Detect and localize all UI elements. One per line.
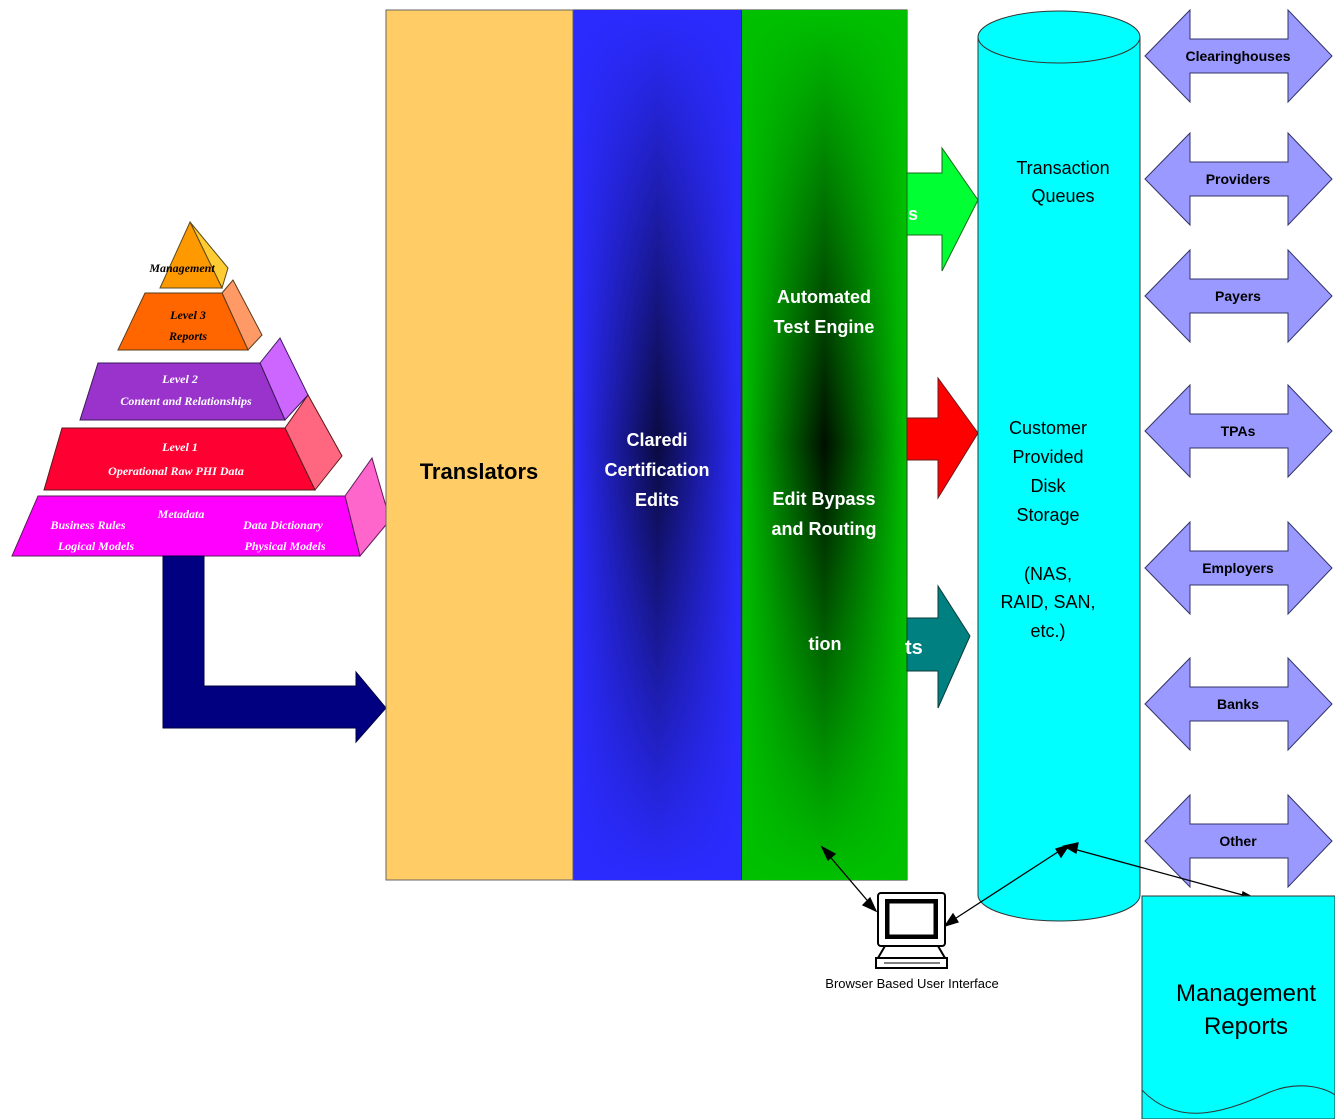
partner-label: TPAs bbox=[1221, 423, 1256, 439]
storage-types-label-1: (NAS, bbox=[1024, 564, 1072, 584]
translators-label: Translators bbox=[420, 459, 539, 484]
double-arrow-shape bbox=[1144, 131, 1333, 227]
storage-types-label-3: etc.) bbox=[1030, 621, 1065, 641]
pyramid-level3-subtitle: Reports bbox=[168, 329, 207, 343]
claredi-label-1: Claredi bbox=[626, 430, 687, 450]
claredi-label-2: Certification bbox=[604, 460, 709, 480]
pyramid-level1-layer bbox=[43, 427, 316, 491]
pyramid-level1-title: Level 1 bbox=[161, 440, 198, 454]
partner-arrow-banks: Banks bbox=[1144, 656, 1333, 752]
automated-test-engine-column bbox=[741, 9, 908, 881]
partner-label: Banks bbox=[1217, 696, 1259, 712]
pyramid-top-layer bbox=[159, 220, 223, 289]
pyramid-base-right-2: Physical Models bbox=[245, 539, 326, 553]
partner-arrow-other: Other bbox=[1144, 793, 1333, 889]
partner-label: Clearinghouses bbox=[1185, 48, 1290, 64]
storage-types-label-2: RAID, SAN, bbox=[1000, 592, 1095, 612]
double-arrow-shape bbox=[1144, 656, 1333, 752]
partner-arrow-tpas: TPAs bbox=[1144, 383, 1333, 479]
customer-storage-label-2: Provided bbox=[1012, 447, 1083, 467]
automated-test-engine-label-2: Test Engine bbox=[774, 317, 875, 337]
pyramid-metadata-label: Metadata bbox=[157, 507, 205, 521]
data-pyramid: Management Level 3 Reports Level 2 Conte… bbox=[11, 220, 391, 558]
pyramid-base-layer bbox=[11, 495, 361, 557]
disk-storage-cylinder bbox=[977, 10, 1141, 922]
partner-label: Payers bbox=[1215, 288, 1261, 304]
automated-test-engine-label-1: Automated bbox=[777, 287, 871, 307]
partner-arrow-employers: Employers bbox=[1144, 520, 1333, 616]
green-arrow-text-fragment: s bbox=[908, 204, 918, 224]
double-arrow-shape bbox=[1144, 383, 1333, 479]
computer-icon bbox=[875, 892, 948, 969]
partner-arrow-payers: Payers bbox=[1144, 248, 1333, 344]
customer-storage-label-4: Storage bbox=[1016, 505, 1079, 525]
claredi-column bbox=[573, 9, 742, 881]
management-reports-document bbox=[1141, 895, 1335, 1119]
management-reports-label-2: Reports bbox=[1204, 1013, 1288, 1040]
red-arrow bbox=[906, 376, 979, 500]
pyramid-top-label: Management bbox=[148, 261, 215, 275]
partner-arrows: ClearinghousesProvidersPayersTPAsEmploye… bbox=[1144, 8, 1333, 889]
claredi-label-3: Edits bbox=[635, 490, 679, 510]
browser-ui-caption: Browser Based User Interface bbox=[825, 976, 998, 991]
translators-column bbox=[385, 9, 574, 881]
transaction-queues-label-1: Transaction bbox=[1016, 158, 1109, 178]
green-arrow bbox=[906, 146, 979, 272]
double-arrow-shape bbox=[1144, 520, 1333, 616]
edit-bypass-label-2: and Routing bbox=[772, 519, 877, 539]
green-column-bottom-label: tion bbox=[809, 634, 842, 654]
pyramid-base-left-2: Logical Models bbox=[57, 539, 135, 553]
double-arrow-shape bbox=[1144, 248, 1333, 344]
partner-label: Other bbox=[1219, 833, 1257, 849]
pyramid-base-left-1: Business Rules bbox=[49, 518, 125, 532]
teal-arrow bbox=[906, 584, 971, 709]
pyramid-to-translators-arrow bbox=[162, 555, 387, 744]
partner-arrow-providers: Providers bbox=[1144, 131, 1333, 227]
pyramid-level2-title: Level 2 bbox=[161, 372, 198, 386]
customer-storage-label-3: Disk bbox=[1031, 476, 1067, 496]
pyramid-base-right-1: Data Dictionary bbox=[242, 518, 323, 532]
management-reports-label-1: Management bbox=[1176, 980, 1316, 1007]
transaction-queues-label-2: Queues bbox=[1031, 186, 1094, 206]
double-arrow-shape bbox=[1144, 793, 1333, 889]
pyramid-level2-layer bbox=[79, 362, 286, 421]
customer-storage-label-1: Customer bbox=[1009, 418, 1087, 438]
pyramid-level2-subtitle: Content and Relationships bbox=[120, 394, 252, 408]
teal-arrow-text-fragment: ts bbox=[905, 637, 923, 659]
double-arrow-shape bbox=[1144, 8, 1333, 104]
management-reports-wave bbox=[1141, 1085, 1335, 1114]
pyramid-level3-layer bbox=[117, 292, 249, 351]
pyramid-level3-title: Level 3 bbox=[169, 308, 206, 322]
pyramid-level1-subtitle: Operational Raw PHI Data bbox=[108, 464, 244, 478]
partner-arrow-clearinghouses: Clearinghouses bbox=[1144, 8, 1333, 104]
partner-label: Employers bbox=[1202, 560, 1274, 576]
partner-label: Providers bbox=[1206, 171, 1271, 187]
edit-bypass-label-1: Edit Bypass bbox=[772, 489, 875, 509]
